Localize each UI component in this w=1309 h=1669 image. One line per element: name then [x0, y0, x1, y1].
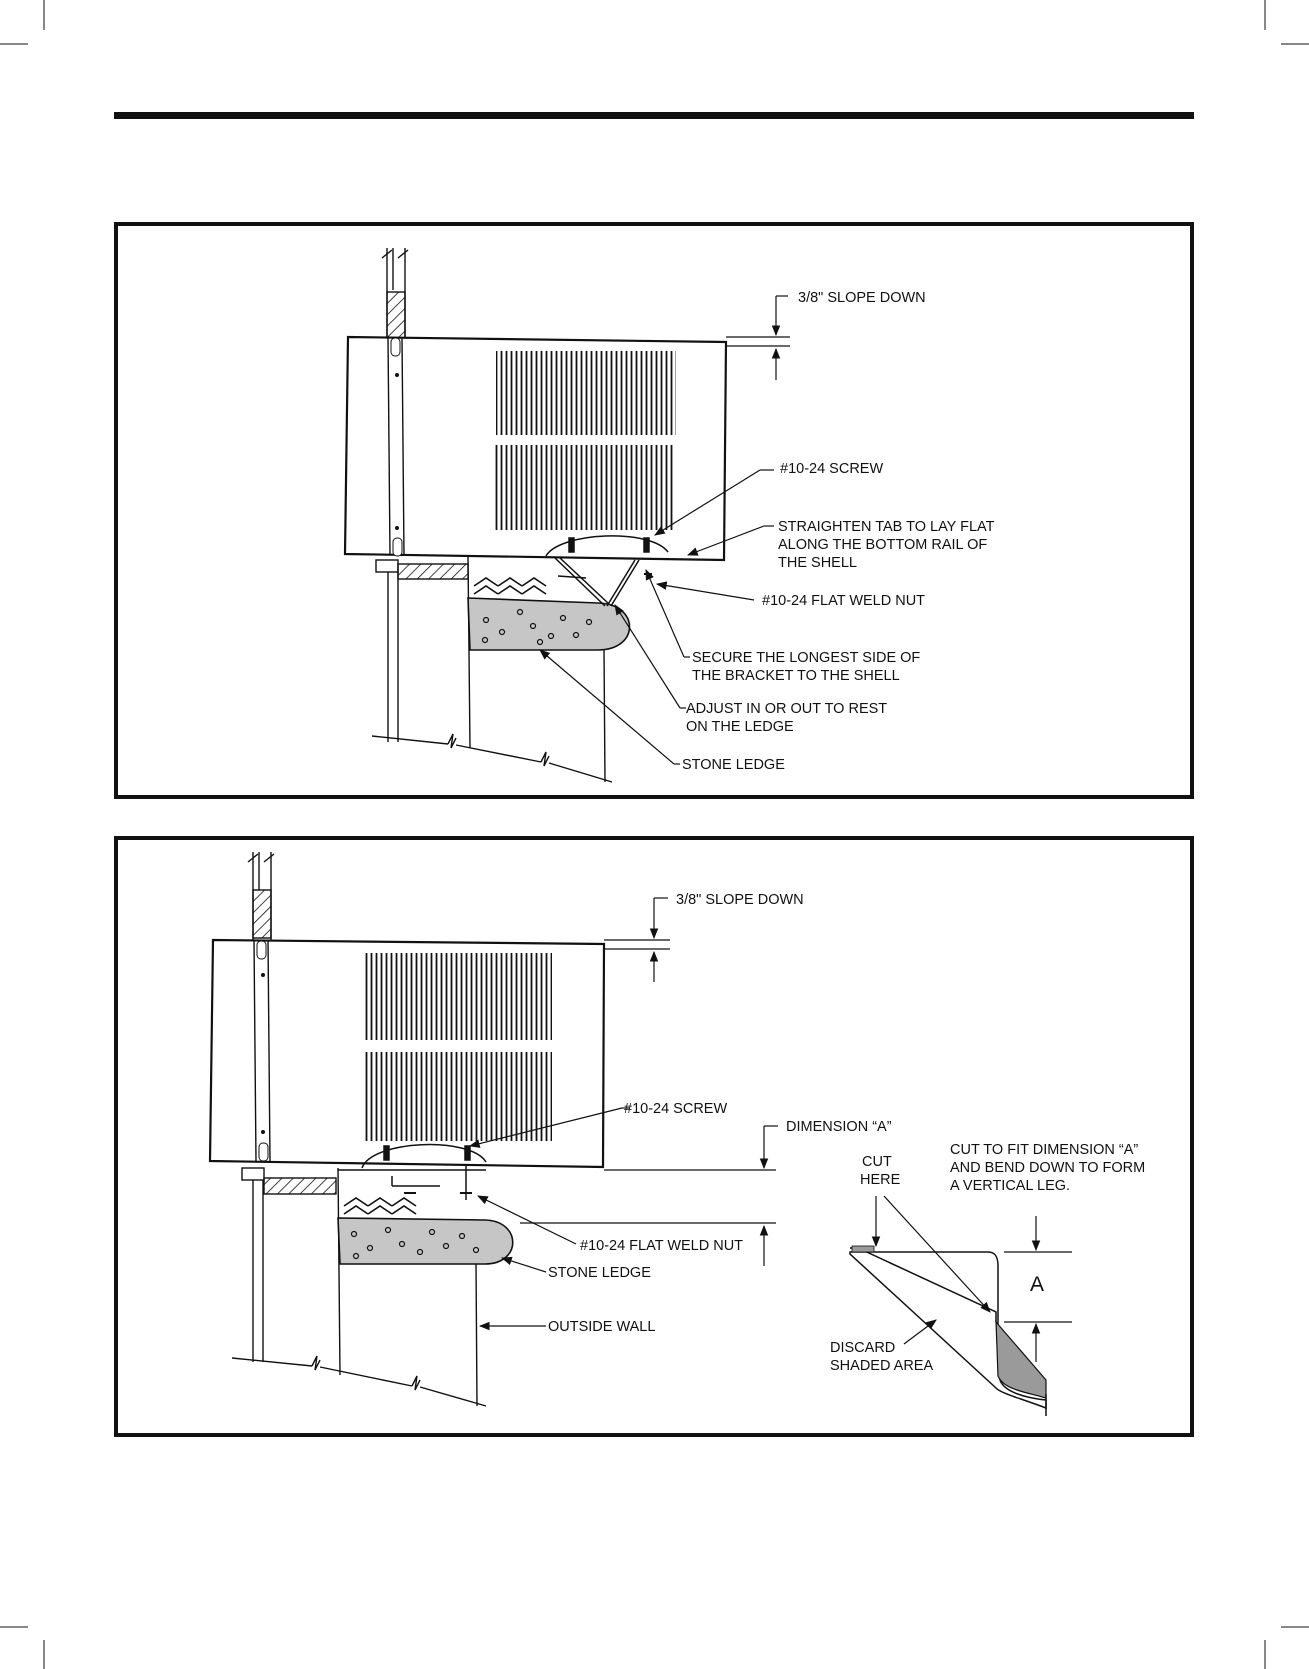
- f2-a-label: A: [1030, 1273, 1044, 1296]
- lower-louver: [364, 1052, 552, 1141]
- leader-lines: [539, 469, 774, 765]
- f2-dimension-label: DIMENSION “A”: [786, 1119, 892, 1135]
- stone-ledge: [467, 597, 631, 651]
- f1-adjust-label: ADJUST IN OR OUT TO REST ON THE LEDGE: [686, 701, 891, 735]
- f1-tab-label: STRAIGHTEN TAB TO LAY FLAT ALONG THE BOT…: [778, 519, 998, 571]
- bracket-cut-detail: [849, 1245, 1047, 1416]
- upper-louver: [364, 953, 552, 1040]
- sill-and-wall: [231, 1167, 487, 1407]
- ac-unit: [208, 938, 606, 1169]
- stone-ledge: [337, 1217, 514, 1265]
- sill-and-wall: [371, 555, 613, 783]
- leader-lines: [468, 1107, 630, 1331]
- figure-1: 3/8" SLOPE DOWN #10-24 SCREW STRAIGHTEN …: [114, 222, 1194, 799]
- f2-slope-label: 3/8" SLOPE DOWN: [676, 892, 804, 908]
- upper-louver: [496, 351, 676, 435]
- bracket: [545, 535, 669, 607]
- figure-2: 3/8" SLOPE DOWN #10-24 SCREW DIMENSION “…: [114, 836, 1194, 1437]
- figure-2-frame: [114, 836, 1194, 1437]
- f2-cut-label: CUT HERE: [860, 1154, 901, 1188]
- header-rule: [114, 112, 1194, 119]
- lower-louver: [493, 445, 675, 530]
- f1-weld-nut-label: #10-24 FLAT WELD NUT: [762, 593, 925, 609]
- f1-screw-label: #10-24 SCREW: [780, 461, 883, 477]
- f1-slope-label: 3/8" SLOPE DOWN: [798, 290, 926, 306]
- slope-dimension: [726, 295, 790, 380]
- f2-weld-nut-label: #10-24 FLAT WELD NUT: [580, 1238, 743, 1254]
- f2-ledge-label: STONE LEDGE: [548, 1265, 651, 1281]
- f1-ledge-label: STONE LEDGE: [682, 757, 785, 773]
- figure-1-frame: [114, 222, 1194, 799]
- bracket: [338, 1143, 487, 1200]
- window-frame: [247, 852, 275, 940]
- ac-unit: [343, 335, 728, 562]
- window-frame: [381, 248, 409, 340]
- slope-dimension: [604, 897, 670, 982]
- f2-wall-label: OUTSIDE WALL: [548, 1319, 655, 1335]
- f2-screw-label: #10-24 SCREW: [624, 1101, 727, 1117]
- dimension-a: [520, 1125, 778, 1266]
- f2-discard-label: DISCARD SHADED AREA: [830, 1340, 933, 1374]
- detail-leaders: [871, 1195, 1072, 1362]
- f1-secure-label: SECURE THE LONGEST SIDE OF THE BRACKET T…: [692, 650, 924, 684]
- f2-cut-fit-label: CUT TO FIT DIMENSION “A” AND BEND DOWN T…: [950, 1142, 1149, 1194]
